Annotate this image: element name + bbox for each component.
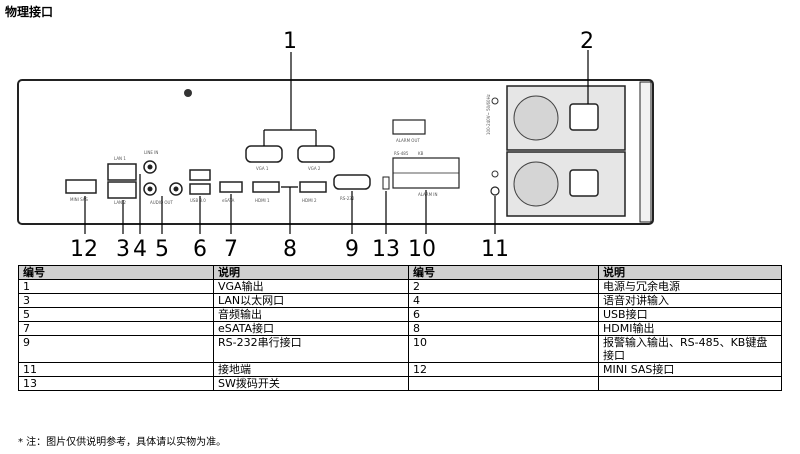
table-cell: 9 — [18, 335, 214, 363]
audio-out-jack-core — [173, 186, 179, 192]
esata-label: eSATA — [222, 198, 235, 203]
callout-3: 3 — [116, 237, 130, 262]
header-description: 说明 — [213, 265, 409, 280]
screw — [184, 89, 192, 97]
table-cell: 13 — [18, 376, 214, 391]
rs485-label: RS-485 — [394, 151, 409, 156]
hdmi1-port — [252, 181, 280, 193]
table-row: 7 eSATA接口 8 HDMI输出 — [18, 321, 782, 336]
table-cell: RS-232串行接口 — [213, 335, 409, 363]
table-cell — [408, 376, 599, 391]
table-cell: 4 — [408, 293, 599, 308]
footnote: * 注：图片仅供说明参考，具体请以实物为准。 — [18, 437, 227, 448]
screw — [491, 97, 499, 105]
line-in-jack-core — [147, 164, 153, 170]
callout-10: 10 — [408, 237, 436, 262]
usb-port — [189, 183, 211, 195]
power-socket — [569, 169, 599, 197]
ground-terminal — [490, 186, 500, 196]
header-number: 编号 — [18, 265, 214, 280]
table-cell: 6 — [408, 307, 599, 322]
usb-label: USB 3.0 — [190, 198, 206, 203]
lan2-port — [107, 181, 137, 199]
audio-jack-core — [147, 186, 153, 192]
hdmi2-port — [299, 181, 327, 193]
lan2-label: LAN 2 — [114, 200, 126, 205]
power-rating-label: 100-240V~ 50/60Hz — [486, 94, 491, 135]
rear-panel-diagram: MINI SAS LAN 1 LAN 2 LINE IN AUDIO OUT U… — [17, 29, 654, 262]
table-cell: 报警输入输出、RS-485、KB键盘接口 — [598, 335, 782, 363]
hdmi2-label: HDMI 2 — [302, 198, 317, 203]
table-cell — [598, 376, 782, 391]
table-row: 1 VGA输出 2 电源与冗余电源 — [18, 279, 782, 294]
callout-12: 12 — [70, 237, 98, 262]
callout-11: 11 — [481, 237, 509, 262]
table-cell: 电源与冗余电源 — [598, 279, 782, 294]
vga2-label: VGA 2 — [308, 166, 321, 171]
section-title: 物理接口 — [5, 5, 54, 19]
table-cell: SW拨码开关 — [213, 376, 409, 391]
minisas-label: MINI SAS — [70, 197, 88, 202]
table-cell: 12 — [408, 362, 599, 377]
callout-5: 5 — [155, 237, 169, 262]
usb-port — [189, 169, 211, 181]
callout-7: 7 — [224, 237, 238, 262]
hdmi1-label: HDMI 1 — [255, 198, 270, 203]
table-cell: 语音对讲输入 — [598, 293, 782, 308]
table-cell: USB接口 — [598, 307, 782, 322]
table-row: 9 RS-232串行接口 10 报警输入输出、RS-485、KB键盘接口 — [18, 335, 782, 363]
callout-8: 8 — [283, 237, 297, 262]
vga1-label: VGA 1 — [256, 166, 269, 171]
table-cell: 10 — [408, 335, 599, 363]
table-cell: LAN以太网口 — [213, 293, 409, 308]
table-cell: VGA输出 — [213, 279, 409, 294]
table-cell: MINI SAS接口 — [598, 362, 782, 377]
lan1-label: LAN 1 — [114, 156, 126, 161]
header-description: 说明 — [598, 265, 782, 280]
table-cell: 5 — [18, 307, 214, 322]
rs232-port — [333, 174, 371, 190]
table-cell: 8 — [408, 321, 599, 336]
vga1-port — [245, 145, 283, 163]
rs232-label: RS-232 — [340, 196, 355, 201]
esata-port — [219, 181, 243, 193]
port-table: 编号 说明 编号 说明 1 VGA输出 2 电源与冗余电源 3 LAN以太网口 … — [18, 265, 782, 391]
alarm-out-block — [392, 119, 426, 135]
table-row: 3 LAN以太网口 4 语音对讲输入 — [18, 293, 782, 308]
table-cell: 11 — [18, 362, 214, 377]
line-in-label: LINE IN — [144, 150, 158, 155]
callout-4: 4 — [133, 237, 147, 262]
table-row: 11 接地端 12 MINI SAS接口 — [18, 362, 782, 377]
table-row: 13 SW拨码开关 — [18, 376, 782, 391]
table-header-row: 编号 说明 编号 说明 — [18, 265, 782, 280]
table-cell: 接地端 — [213, 362, 409, 377]
kb-label: KB — [418, 151, 424, 156]
table-cell: eSATA接口 — [213, 321, 409, 336]
table-cell: 3 — [18, 293, 214, 308]
table-cell: 7 — [18, 321, 214, 336]
alarm-out-label: ALARM OUT — [396, 138, 420, 143]
table-cell: HDMI输出 — [598, 321, 782, 336]
table-cell: 1 — [18, 279, 214, 294]
psu-fan — [513, 95, 559, 141]
dip-switch — [382, 176, 390, 190]
table-row: 5 音频输出 6 USB接口 — [18, 307, 782, 322]
chassis-side — [639, 81, 652, 223]
callout-6: 6 — [193, 237, 207, 262]
psu-fan — [513, 161, 559, 207]
minisas-port — [65, 179, 97, 194]
callout-2: 2 — [580, 29, 594, 54]
vga2-port — [297, 145, 335, 163]
callout-9: 9 — [345, 237, 359, 262]
screw — [491, 170, 499, 178]
table-cell: 音频输出 — [213, 307, 409, 322]
header-number: 编号 — [408, 265, 599, 280]
table-cell: 2 — [408, 279, 599, 294]
callout-1: 1 — [283, 29, 297, 54]
callout-13: 13 — [372, 237, 400, 262]
lan1-port — [107, 163, 137, 181]
power-socket — [569, 103, 599, 131]
alarm-in-label: ALARM IN — [418, 192, 437, 197]
